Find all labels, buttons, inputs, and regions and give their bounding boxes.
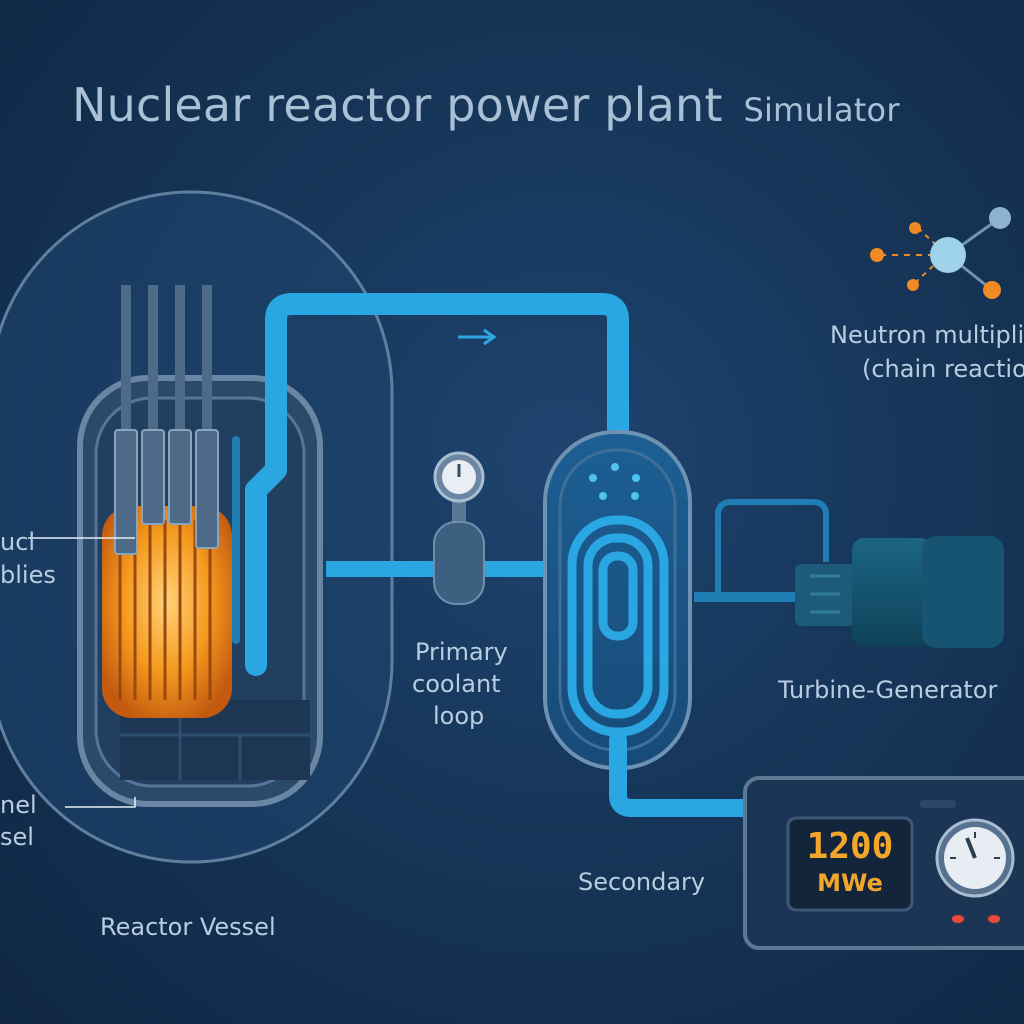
power-gauge-icon xyxy=(935,818,1015,898)
pressure-gauge-icon xyxy=(433,451,485,503)
channel-label-line1: nel xyxy=(0,791,37,819)
neutron-label-line2: (chain reactio xyxy=(862,355,1024,383)
vessel-leader-line xyxy=(65,797,136,808)
primary-loop-label-line2: coolant xyxy=(412,670,501,698)
control-panel xyxy=(743,776,1024,950)
title-sub: Simulator xyxy=(743,91,900,129)
primary-loop-label-line3: loop xyxy=(433,702,485,730)
secondary-label: Secondary xyxy=(578,868,706,896)
channel-label-line2: sel xyxy=(0,823,34,851)
page-title: Nuclear reactor power plant Simulator xyxy=(72,78,900,132)
neutron-label-line1: Neutron multipli xyxy=(830,321,1024,349)
power-output-value: 1200 xyxy=(806,826,894,867)
steam-line xyxy=(694,499,829,601)
power-output-display: 1200 MWe xyxy=(790,820,910,910)
loop-pipe-left xyxy=(326,561,436,577)
turbine-label: Turbine-Generator xyxy=(778,676,998,704)
control-rods xyxy=(114,285,219,555)
title-main: Nuclear reactor power plant xyxy=(72,78,723,132)
primary-coolant-pipe xyxy=(232,293,629,676)
steam-line-stub xyxy=(694,592,804,602)
coolant-pump xyxy=(433,492,485,605)
fuel-label-line1: ucl xyxy=(0,528,36,556)
secondary-loop-pipe xyxy=(609,731,769,817)
indicator-light xyxy=(952,915,964,923)
power-output-unit: MWe xyxy=(817,869,883,897)
loop-pipe-right xyxy=(478,561,544,577)
turbine-generator xyxy=(795,536,1004,648)
neutron-chain-reaction-icon xyxy=(870,207,1011,299)
indicator-light xyxy=(988,915,1000,923)
reactor-vessel-label: Reactor Vessel xyxy=(100,913,276,941)
primary-loop-label-line1: Primary xyxy=(415,638,508,666)
flow-direction-arrow xyxy=(458,328,497,346)
fuel-label-line2: blies xyxy=(0,561,56,589)
steam-generator xyxy=(543,430,692,770)
